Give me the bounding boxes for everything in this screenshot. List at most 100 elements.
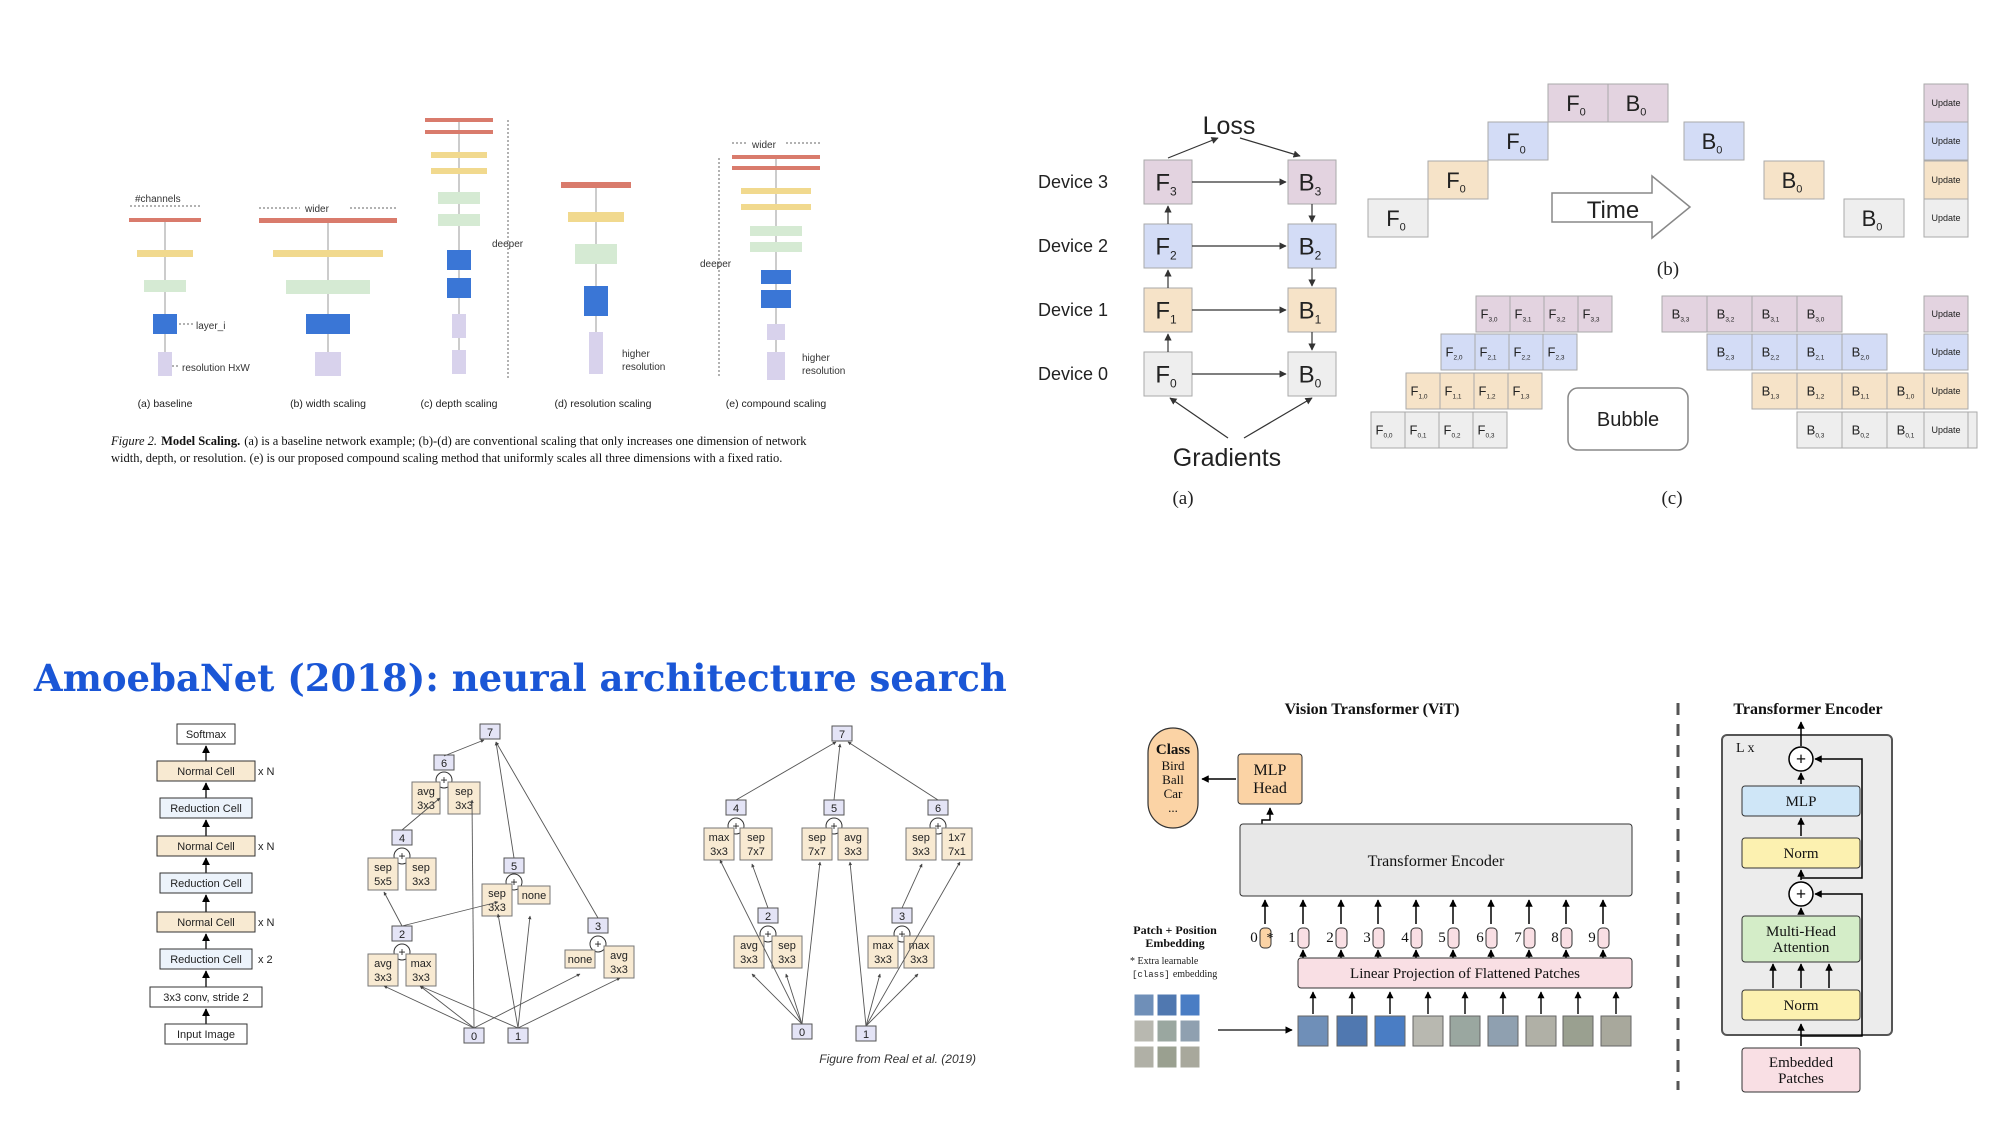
pipe-c-f-letter: F	[1411, 384, 1419, 399]
pipe-a-f2-letter: F	[1155, 234, 1170, 261]
pipe-c-b-letter: B	[1897, 423, 1906, 438]
pipe-b-update-box	[1923, 198, 1969, 238]
cell-edge	[847, 741, 939, 801]
rc-node-5-label: 5	[831, 803, 837, 815]
pipe-b-b2-letter: B	[1702, 129, 1717, 154]
pipe-c-b-sub: 3,0	[1815, 316, 1824, 323]
compound-layer	[732, 155, 820, 159]
token-box-7	[1523, 927, 1536, 949]
pipe-c-f-sub: 3,0	[1488, 316, 1497, 323]
pipe-c-b-sub: 2,3	[1725, 354, 1734, 361]
pipe-c-f	[1475, 295, 1511, 333]
baseline-layer	[129, 218, 201, 222]
pipe-c-b-text: B2,0	[1852, 345, 1870, 362]
higher-resolution-label-2: resolution	[802, 366, 845, 377]
rc-node-1-label: 1	[863, 1029, 869, 1041]
depth-layer	[431, 168, 487, 174]
pipe-c-f-letter: F	[1444, 423, 1452, 438]
pipe-c-b	[1706, 333, 1753, 371]
pipe-c-f-sub: 2,3	[1555, 354, 1564, 361]
cell-edge	[383, 891, 403, 927]
cell-edge	[383, 985, 475, 1029]
label-b: (b)	[1657, 259, 1679, 280]
pipe-b-f2-letter: F	[1506, 129, 1519, 154]
baseline-layer	[153, 314, 177, 334]
pipe-c-f	[1473, 372, 1509, 410]
pipe-c-b-text: B2,3	[1717, 345, 1735, 362]
pipe-c-f-text: F2,1	[1480, 345, 1497, 362]
figure-caption-text1: (a) is a baseline network example; (b)-(…	[244, 434, 807, 448]
pipe-c-f-text: F3,0	[1481, 307, 1498, 324]
lc-op-6a-line: 3x3	[417, 800, 435, 812]
pipe-c-f-sub: 3,1	[1522, 316, 1531, 323]
width-layer	[306, 314, 350, 334]
rc-plus-2-label: +	[764, 927, 771, 941]
cell-edge	[865, 861, 961, 1027]
pipe-c-f-letter: F	[1376, 423, 1384, 438]
compound-layer	[732, 166, 820, 170]
lc-op-6a-line: avg	[417, 786, 435, 798]
lc-node-4-label: 4	[399, 833, 405, 845]
cell-edge	[901, 863, 923, 909]
scaling-shapes	[129, 118, 821, 380]
stack-label-6: Reduction Cell	[170, 954, 242, 966]
pipe-c-b-letter: B	[1807, 384, 1816, 399]
embedded-patches-line-0: Embedded	[1769, 1055, 1834, 1071]
pipe-c-b-sub: 1,1	[1860, 393, 1869, 400]
stack-repeat-0: x N	[258, 766, 275, 778]
pipe-c-f-sub: 1,2	[1486, 393, 1495, 400]
pipe-c-f-letter: F	[1446, 345, 1454, 360]
cell-edge	[735, 741, 837, 801]
image-grid-cell	[1179, 1019, 1201, 1043]
pipe-c-b-letter: B	[1852, 423, 1861, 438]
baseline-layer	[144, 280, 186, 292]
lc-op-4a	[367, 857, 399, 891]
pipe-c-f-text: F0,3	[1478, 423, 1495, 440]
caption-width: (b) width scaling	[290, 398, 366, 410]
pipe-c-b-letter: B	[1807, 345, 1816, 360]
lc-plus-6-label: +	[440, 773, 447, 787]
token-box-5	[1447, 927, 1460, 949]
image-grid-cell	[1133, 1019, 1155, 1043]
stack-label-4: Reduction Cell	[170, 878, 242, 890]
pipe-b-b2-sub: 0	[1716, 144, 1722, 156]
pipe-c-b-sub: 1,0	[1905, 393, 1914, 400]
pipe-a-b2-letter: B	[1299, 234, 1315, 261]
pipe-c-f-letter: F	[1513, 384, 1521, 399]
pipe-c-b-sub: 3,1	[1770, 316, 1779, 323]
pipe-c-f-sub: 3,3	[1590, 316, 1599, 323]
pipe-c-b	[1661, 295, 1708, 333]
resolution-layer	[589, 332, 603, 374]
pipe-c-b	[1841, 411, 1888, 449]
mlp-head-line1: MLP	[1254, 762, 1287, 779]
pipe-b-f1-text: F0	[1446, 168, 1466, 195]
rc-op-6a-line: 3x3	[912, 846, 930, 858]
wider-label: wider	[304, 204, 330, 215]
pipe-b-f2-sub: 0	[1520, 144, 1526, 156]
token-box-8	[1560, 927, 1573, 949]
pipe-a-b2-sub: 2	[1315, 248, 1322, 262]
pipe-c-b-letter: B	[1672, 307, 1681, 322]
rc-node-7-label: 7	[839, 729, 845, 741]
pipe-c-f	[1543, 295, 1579, 333]
pipe-a-f3-letter: F	[1155, 170, 1170, 197]
lc-plus-3-label: +	[594, 937, 601, 951]
pipe-c-f-text: F0,1	[1410, 423, 1427, 440]
lc-op-3b-line: avg	[610, 950, 628, 962]
pipe-b-f0-letter: F	[1386, 206, 1399, 231]
pipe-c-b-letter: B	[1762, 345, 1771, 360]
pipe-c-f-sub: 1,1	[1452, 393, 1461, 400]
lc-op-3b-line: 3x3	[610, 964, 628, 976]
class-label: Class	[1156, 742, 1190, 758]
pipe-c-b-text: B0,2	[1852, 423, 1870, 440]
pipe-b-update-box	[1923, 83, 1969, 123]
cell-edge	[419, 985, 519, 1029]
bubble-box	[1567, 387, 1689, 451]
amoeba-heading: AmoebaNet (2018): neural architecture se…	[34, 656, 1007, 700]
lc-node-1-label: 1	[515, 1031, 521, 1043]
pipe-c-f-sub: 2,1	[1487, 354, 1496, 361]
rc-op-5a	[801, 827, 833, 861]
